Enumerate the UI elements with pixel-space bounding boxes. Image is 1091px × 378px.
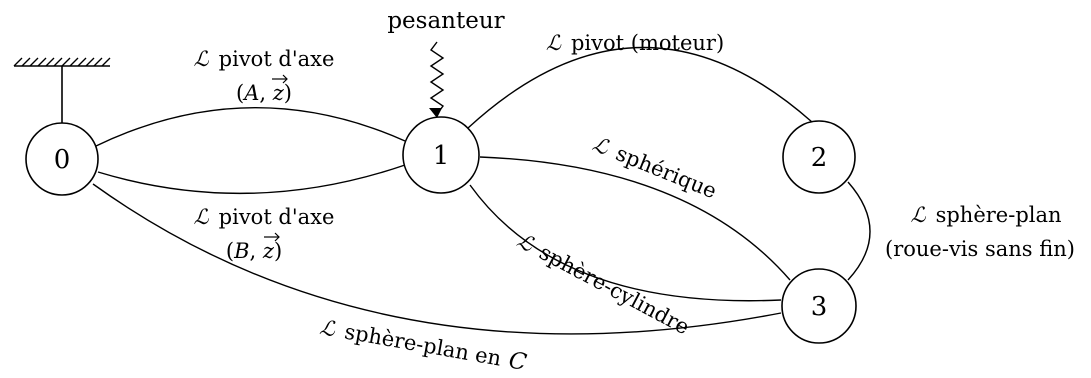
node-2-label: 2 (811, 143, 828, 173)
node-0: 0 (25, 122, 99, 196)
edge-1-3-top (479, 156, 791, 281)
node-1: 1 (402, 116, 480, 194)
link-1-3-cylinder-label: ℒsphère-cylindre (513, 228, 693, 339)
node-0-label: 0 (54, 145, 71, 175)
node-1-label: 1 (433, 141, 450, 171)
gravity-label: pesanteur (387, 8, 504, 34)
edge-0-1-bottom (97, 164, 406, 195)
vector-arrow-b (264, 232, 280, 242)
vector-arrow-a (272, 74, 288, 84)
ground-symbol (13, 57, 111, 124)
node-3-label: 3 (811, 292, 828, 322)
node-3: 3 (781, 268, 857, 344)
link-2-3-line2: (roue-vis sans fin) (885, 237, 1075, 261)
link-1-3-spherical-label: ℒsphérique (589, 132, 720, 203)
edge-0-1-top (95, 107, 406, 147)
link-0-1-top-line2: (A, z) (236, 81, 292, 105)
edge-2-3 (847, 181, 871, 281)
edge-0-3 (92, 183, 782, 335)
link-0-1-bottom-line2: (B, z) (226, 239, 282, 263)
edge-1-3-bottom (469, 184, 782, 302)
gravity-arrow (429, 41, 445, 118)
edge-1-2 (467, 46, 813, 129)
node-2: 2 (782, 120, 856, 194)
